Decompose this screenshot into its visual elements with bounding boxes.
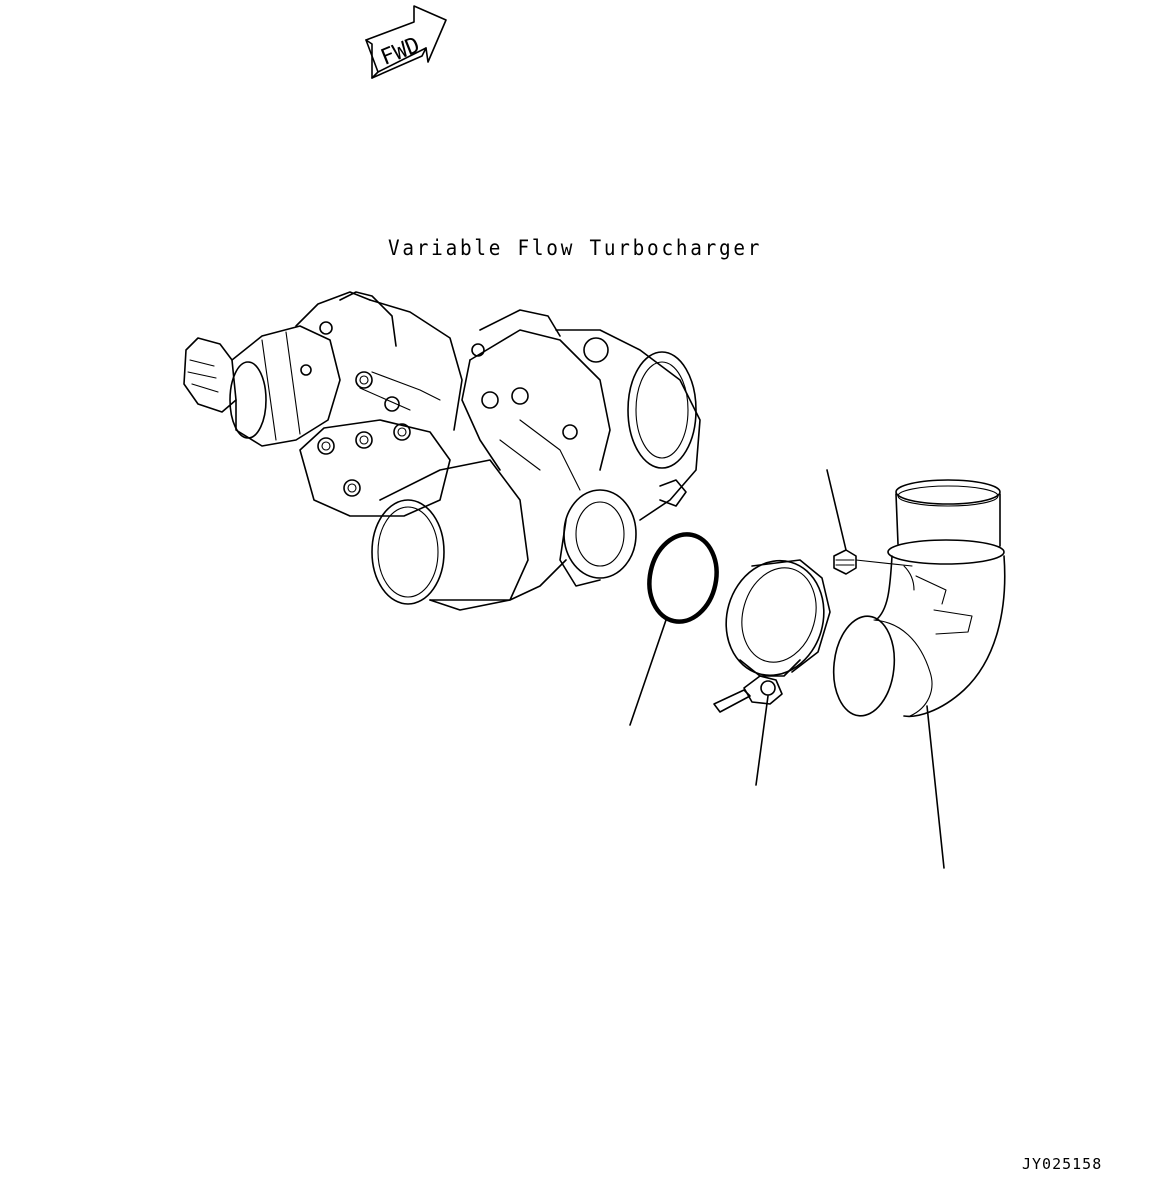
fwd-arrow-icon: FWD — [365, 5, 447, 79]
leader-line-plug — [826, 469, 847, 551]
plug-part — [833, 549, 857, 575]
clamp-part — [713, 559, 831, 713]
o-ring-part — [647, 532, 719, 624]
leader-line-elbow-tube — [926, 705, 945, 869]
turbocharger-illustration — [183, 291, 701, 611]
leader-line-o-ring — [629, 619, 667, 726]
leader-lines — [629, 469, 945, 869]
leader-line-clamp — [755, 695, 769, 786]
leader-line-plug-to-tube — [855, 559, 913, 567]
diagram-title: Variable Flow Turbocharger — [388, 236, 763, 260]
elbow-tube-part — [832, 479, 1006, 718]
figure-code: JY025158 — [1022, 1155, 1103, 1173]
